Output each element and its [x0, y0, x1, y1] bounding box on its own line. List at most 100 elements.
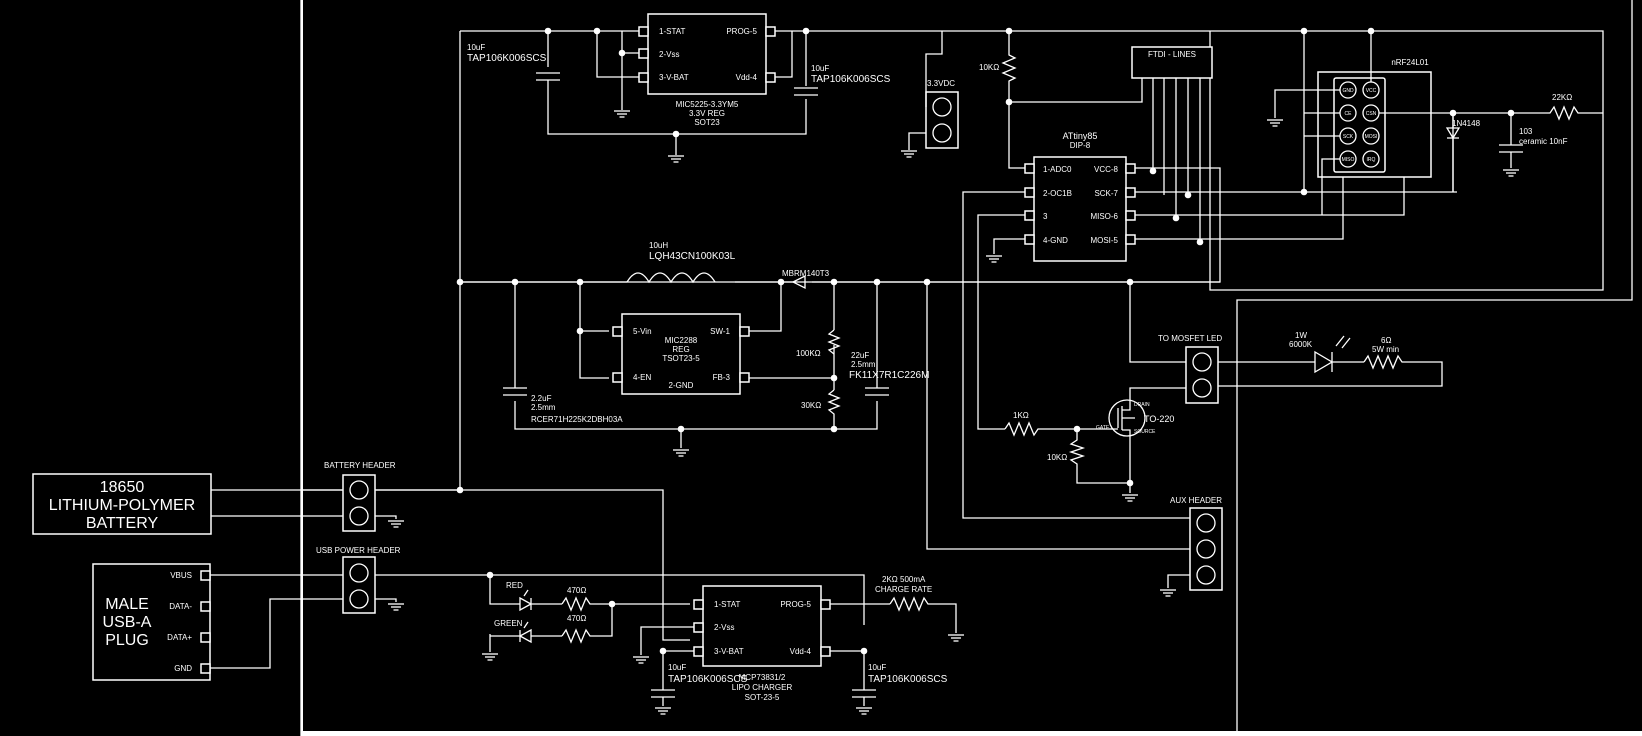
usb-power-header: USB POWER HEADER: [316, 546, 401, 614]
usb-plug-label-2: USB-A: [103, 614, 152, 631]
header-3v3dc: 3.3VDC: [925, 79, 959, 149]
ftdi-lines-header: FTDI - LINES: [1131, 46, 1213, 79]
mic2288-name: MIC2288: [665, 336, 698, 345]
mic5225-pin-4: Vdd-4: [736, 73, 758, 82]
cap-22uf-part: FK11X7R1C226M: [849, 370, 929, 381]
resistor-2k-desc: CHARGE RATE: [875, 585, 932, 594]
resistor-10k-gate-label: 10KΩ: [1047, 453, 1067, 462]
mic5225-package: SOT23: [694, 118, 720, 127]
led-color-temp: 6000K: [1289, 340, 1313, 349]
resistor-22k-label: 22KΩ: [1552, 93, 1572, 102]
resistor-1k-label: 1KΩ: [1013, 411, 1029, 420]
attiny85-pin-2: 2-OC1B: [1043, 189, 1072, 198]
cap-103: 103 ceramic 10nF: [1499, 127, 1568, 153]
schottky-label: MBRM140T3: [782, 269, 830, 278]
usb-plug-label-3: PLUG: [105, 632, 149, 649]
nrf-pin-gnd: GND: [1342, 88, 1354, 94]
usb-pin-data-plus: DATA+: [167, 633, 192, 642]
wire-mosfet-led: [1129, 282, 1443, 408]
schematic-border: [300, 0, 1633, 736]
attiny85-pin-1: 1-ADC0: [1043, 165, 1072, 174]
mcp73831-pin-3: 3-V-BAT: [714, 647, 744, 656]
nrf-pin-csn: CSN: [1366, 111, 1377, 117]
nrf-pin-mosi: MOSI: [1365, 134, 1378, 140]
cap-10uf-d-value: 10uF: [868, 663, 886, 672]
battery-label-type: LITHIUM-POLYMER: [49, 497, 195, 514]
cap-10uf-b: 10uF TAP106K006SCS: [794, 64, 891, 96]
resistor-470-b-label: 470Ω: [567, 614, 586, 623]
mic5225-pin-3: 3-V-BAT: [659, 73, 689, 82]
led-power-label: 1W: [1295, 331, 1307, 340]
cap-2-2uf-size: 2.5mm: [531, 403, 556, 412]
led-green: GREEN: [490, 619, 562, 644]
diode-1n4148: 1N4148: [1445, 113, 1481, 192]
resistor-10k-top-label: 10KΩ: [979, 63, 999, 72]
mic5225-desc: 3.3V REG: [689, 109, 725, 118]
mcp73831-package: SOT-23-5: [745, 693, 780, 702]
attiny85-chip: ATtiny85 DIP-8 1-ADC0 2-OC1B 3 4-GND VCC…: [1024, 131, 1136, 262]
battery-header: BATTERY HEADER: [324, 461, 396, 532]
led-1w-6000k: 1W 6000K: [1289, 331, 1351, 374]
cap-103-value: 103: [1519, 127, 1533, 136]
usb-plug: MALE USB-A PLUG VBUS DATA- DATA+ GND: [92, 563, 211, 681]
attiny85-pin-4: 4-GND: [1043, 236, 1068, 245]
resistor-2k: 2KΩ 500mA CHARGE RATE: [875, 575, 957, 633]
mcp73831-pin-5: PROG-5: [780, 600, 811, 609]
resistor-100k: 100KΩ: [796, 329, 841, 358]
mcp73831-name: MCP73831/2: [739, 673, 786, 682]
battery-18650: 18650 LITHIUM-POLYMER BATTERY: [32, 473, 212, 535]
mosfet-drain-label: DRAIN: [1134, 402, 1150, 408]
cap-10uf-a-value: 10uF: [467, 43, 485, 52]
cap-22uf-size: 2.5mm: [851, 360, 876, 369]
nrf-pin-miso: MISO: [1342, 157, 1355, 163]
mic2288-pin-3: FB-3: [713, 373, 731, 382]
resistor-22k: 22KΩ: [1510, 93, 1603, 121]
cap-22uf-value: 22uF: [851, 351, 869, 360]
mic2288-pin-1: SW-1: [710, 327, 730, 336]
cap-22uf: 22uF 2.5mm FK11X7R1C226M: [849, 351, 929, 396]
resistor-6-ohm-rating: 5W min: [1372, 345, 1399, 354]
cap-10uf-c-value: 10uF: [668, 663, 686, 672]
resistor-30k: 30KΩ: [801, 389, 841, 420]
resistor-6-ohm-value: 6Ω: [1381, 336, 1391, 345]
mic2288-desc: REG: [672, 345, 689, 354]
resistor-6-ohm: 6Ω 5W min: [1363, 336, 1410, 370]
inductor-10uh: 10uH LQH43CN100K03L: [626, 241, 736, 284]
wire-battery: [211, 489, 690, 641]
attiny85-pin-3: 3: [1043, 212, 1048, 221]
inductor-part: LQH43CN100K03L: [649, 251, 736, 262]
cap-10uf-c-part: TAP106K006SCS: [668, 674, 748, 685]
mosfet-gate-label: GATE: [1096, 425, 1110, 431]
cap-2-2uf: 2.2uF 2.5mm RCER71H225K2DBH03A: [503, 387, 623, 424]
wire-ftdi: [1009, 78, 1201, 242]
mic5225-pin-5: PROG-5: [726, 27, 757, 36]
usb-pin-gnd: GND: [174, 664, 192, 673]
mic2288-pin-2: 2-GND: [669, 381, 694, 390]
cap-10uf-c: 10uF TAP106K006SCS: [651, 663, 748, 698]
cap-103-type: ceramic 10nF: [1519, 137, 1568, 146]
ftdi-label: FTDI - LINES: [1148, 50, 1196, 59]
cap-10uf-a: 10uF TAP106K006SCS: [467, 43, 560, 81]
mosfet-to220: DRAIN GATE SOURCE TO-220: [1096, 399, 1174, 450]
mcp73831-charger: 1-STAT 2-Vss 3-V-BAT PROG-5 Vdd-4 MCP738…: [693, 585, 831, 702]
nrf-pin-ce: CE: [1345, 111, 1353, 117]
led-red-label: RED: [506, 581, 523, 590]
mcp73831-desc: LIPO CHARGER: [732, 683, 793, 692]
usb-power-header-label: USB POWER HEADER: [316, 546, 401, 555]
mic2288-pin-4: 4-EN: [633, 373, 651, 382]
nrf-pin-irq: IRQ: [1367, 157, 1376, 163]
mic5225-label: MIC5225-3.3YM5: [676, 100, 739, 109]
resistor-2k-value: 2KΩ 500mA: [882, 575, 926, 584]
attiny85-pin-5: MOSI-5: [1090, 236, 1118, 245]
cap-10uf-b-value: 10uF: [811, 64, 829, 73]
resistor-470-b: 470Ω: [561, 604, 613, 644]
cap-2-2uf-value: 2.2uF: [531, 394, 552, 403]
resistor-100k-label: 100KΩ: [796, 349, 821, 358]
battery-header-label: BATTERY HEADER: [324, 461, 396, 470]
mic2288-pin-5: 5-Vin: [633, 327, 652, 336]
mosfet-package: TO-220: [1144, 414, 1174, 424]
usb-pin-vbus: VBUS: [170, 571, 192, 580]
resistor-470-a-label: 470Ω: [567, 586, 586, 595]
attiny85-name: ATtiny85: [1063, 131, 1098, 141]
